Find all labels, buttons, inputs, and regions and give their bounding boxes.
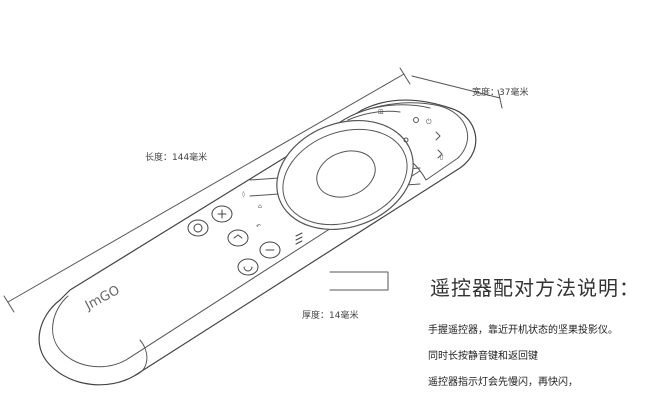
width-dimension-line bbox=[411, 75, 503, 109]
remote-side-edge bbox=[133, 339, 148, 377]
svg-text:↶: ↶ bbox=[256, 223, 261, 230]
svg-text:⏻: ⏻ bbox=[426, 118, 432, 126]
chevron-icon bbox=[435, 131, 441, 141]
indicator-light bbox=[413, 117, 419, 123]
svg-text:⇧: ⇧ bbox=[438, 153, 445, 162]
instruction-line-1: 手握遥控器，靠近开机状态的坚果投影仪。 bbox=[428, 325, 618, 336]
remote-buttons bbox=[187, 205, 303, 276]
svg-text:⊞: ⊞ bbox=[378, 108, 384, 116]
instruction-line-2: 同时长按静音键和返回键 bbox=[428, 351, 538, 362]
instruction-line-3: 遥控器指示灯会先慢闪，再快闪， bbox=[428, 377, 578, 388]
thickness-dimension-line bbox=[329, 271, 389, 291]
length-dimension-line bbox=[3, 67, 411, 313]
dpad-center-button bbox=[316, 150, 376, 198]
thickness-label: 厚度：14毫米 bbox=[302, 311, 359, 321]
svg-text:⌂: ⌂ bbox=[258, 203, 262, 210]
mic-hole bbox=[403, 137, 409, 143]
svg-text:◊: ◊ bbox=[242, 191, 245, 198]
length-label: 长度：144毫米 bbox=[145, 153, 208, 163]
instructions-heading: 遥控器配对方法说明： bbox=[430, 276, 640, 300]
width-label: 宽度：37毫米 bbox=[472, 88, 529, 98]
